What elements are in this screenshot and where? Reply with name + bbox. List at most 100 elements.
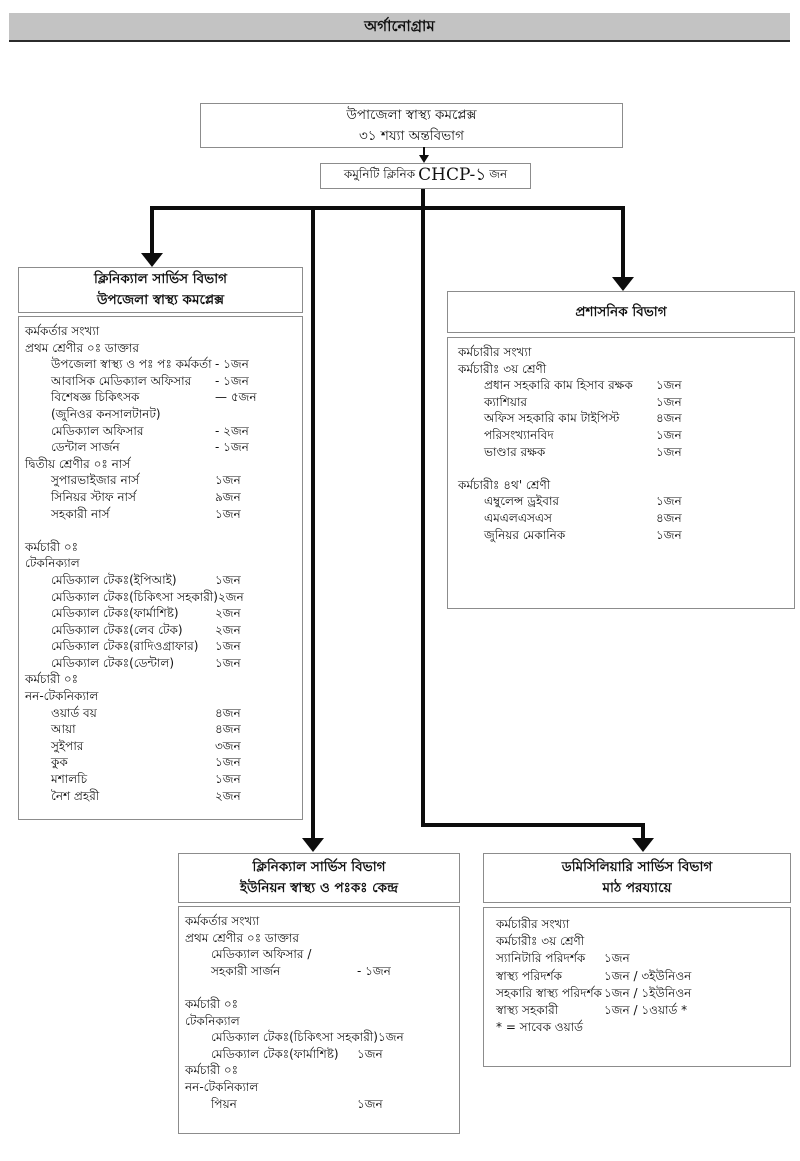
- arrowhead-clinical-upazila: [141, 253, 163, 267]
- staff-row: মেডিক্যাল টেকঃ(ফার্মাশিষ্ট)১জন: [179, 1046, 459, 1063]
- administrative-header: প্রশাসনিক বিভাগ: [447, 291, 795, 333]
- clinical-union-staff-list: কর্মকর্তার সংখ্যাপ্রথম শ্রেণীর ০ঃ ডাক্তা…: [178, 906, 460, 1134]
- staff-row: আবাসিক মেডিক্যাল অফিসার- ১জন: [19, 373, 302, 390]
- staff-count: ২জন: [215, 788, 241, 803]
- staff-label: দ্বিতীয় শ্রেণীর ০ঃ নার্স: [25, 456, 131, 471]
- staff-label: ভাণ্ডার রক্ষক: [484, 444, 546, 459]
- staff-row: কর্মচারীর সংখ্যা: [484, 916, 790, 933]
- staff-label: আয়া: [51, 722, 76, 737]
- staff-count: ১জন: [378, 1030, 404, 1045]
- staff-count: ১জন: [215, 655, 241, 670]
- staff-count: ৯জন: [215, 489, 241, 504]
- staff-label: ওয়ার্ড বয়: [51, 705, 97, 720]
- staff-row: নন-টেকনিক্যাল: [179, 1079, 459, 1096]
- staff-row: মেডিক্যাল টেকঃ(ফার্মাশিষ্ট)২জন: [19, 605, 302, 622]
- staff-count: ১জন / ১ওয়ার্ড *: [604, 1003, 688, 1018]
- staff-label: কর্মচারী ০ঃ: [185, 996, 239, 1011]
- staff-label: মেডিক্যাল টেকঃ(ডেন্টাল): [51, 655, 175, 670]
- arrowhead-domiciliary: [632, 838, 654, 852]
- staff-label: ডেন্টাল সার্জন: [51, 440, 120, 455]
- staff-row: কর্মচারী ০ঃ: [179, 996, 459, 1013]
- staff-label: সুপারভাইজার নার্স: [51, 473, 140, 488]
- page-title: অর্গানোগ্রাম: [364, 17, 435, 35]
- staff-count: ১জন: [656, 527, 682, 542]
- staff-count: ১জন: [357, 1046, 383, 1061]
- staff-row: মেডিক্যাল অফিসার- ২জন: [19, 423, 302, 440]
- arrowhead-root-chcp: [419, 155, 429, 163]
- staff-label: উপজেলা স্বাস্থ্য ও পঃ পঃ কর্মকর্তা: [51, 357, 212, 372]
- staff-label: জুনিয়র মেকানিক: [484, 527, 566, 542]
- staff-row: এম্বুলেন্স ড্রইবার ১জন: [448, 493, 794, 510]
- staff-row: টেকনিক্যাল: [19, 555, 302, 572]
- chcp-suffix: জন: [489, 167, 508, 181]
- connector-domiciliary-vertical: [421, 206, 425, 827]
- staff-row: মেডিক্যাল টেকঃ(লেব টেক)২জন: [19, 622, 302, 639]
- administrative-staff-list: কর্মচারীর সংখ্যাকর্মচারীঃ ৩য় শ্রেণীপ্রধ…: [447, 337, 795, 609]
- domiciliary-title1: ডমিসিলিয়ারি সার্ভিস বিভাগ: [561, 859, 713, 875]
- staff-label: * = সাবেক ওয়ার্ড: [496, 1020, 584, 1035]
- staff-count: - ২জন: [215, 423, 249, 438]
- staff-count: ১জন / ৩ইউনিওন: [604, 968, 692, 983]
- staff-count: - ১জন: [215, 373, 249, 388]
- staff-count: ১জন: [215, 572, 241, 587]
- staff-label: এম্বুলেন্স ড্রইবার: [484, 494, 560, 509]
- staff-row: (জুনিওর কনসালটানট): [19, 406, 302, 423]
- staff-label: টেকনিক্যাল: [25, 556, 80, 571]
- staff-count: ১জন: [357, 1096, 383, 1111]
- staff-label: মেডিক্যাল টেকঃ(ইপিআই): [51, 572, 177, 587]
- staff-label: টেকনিক্যাল: [185, 1013, 240, 1028]
- staff-count: ২জন: [215, 606, 241, 621]
- staff-row: সিনিয়র স্টাফ নার্স ৯জন: [19, 489, 302, 506]
- staff-label: কর্মচারীঃ ৪থ' শ্রেণী: [458, 477, 551, 492]
- staff-count: ১জন: [656, 494, 682, 509]
- staff-count: - ১জন: [215, 357, 249, 372]
- staff-label: কর্মচারী ০ঃ: [185, 1063, 239, 1078]
- staff-row: প্রধান সহকারি কাম হিসাব রক্ষক ১জন: [448, 377, 794, 394]
- connector-domiciliary-horizontal: [421, 823, 645, 827]
- staff-row: কর্মচারীঃ ৩য় শ্রেণী: [448, 361, 794, 378]
- root-unit-line1: উপাজেলা স্বাস্থ্য কমপ্লেক্স: [346, 107, 477, 123]
- staff-label: এমএলএসএস: [484, 510, 552, 525]
- staff-count: ২জন: [218, 589, 244, 604]
- spacer-row: [19, 522, 302, 539]
- staff-row: মেডিক্যাল অফিসার /: [179, 946, 459, 963]
- staff-label: নন-টেকনিক্যাল: [185, 1079, 259, 1094]
- connector-right-drop: [621, 206, 625, 277]
- staff-count: ১জন: [215, 772, 241, 787]
- staff-count: ১জন: [215, 473, 241, 488]
- staff-label: সহকারী সার্জন: [211, 963, 281, 978]
- staff-count: ১জন: [656, 444, 682, 459]
- staff-row: মেডিক্যাল টেকঃ(চিকিৎসা সহকারী)১জন: [179, 1029, 459, 1046]
- clinical-upazila-header: ক্লিনিক্যাল সার্ভিস বিভাগ উপজেলা স্বাস্থ…: [18, 267, 303, 313]
- page-title-bar: অর্গানোগ্রাম: [9, 13, 790, 42]
- staff-label: সহকারি স্বাস্থ্য পরিদর্শক: [496, 985, 602, 1000]
- connector-domiciliary-drop: [641, 823, 645, 838]
- staff-label: বিশেষজ্ঞ চিকিৎসক: [51, 390, 140, 405]
- connector-top-horizontal: [150, 206, 625, 210]
- staff-label: নন-টেকনিক্যাল: [25, 689, 99, 704]
- clinical-upazila-title1: ক্লিনিক্যাল সার্ভিস বিভাগ: [94, 271, 227, 287]
- staff-row: মেডিক্যাল টেকঃ(চিকিৎসা সহকারী)২জন: [19, 589, 302, 606]
- staff-label: কর্মকর্তার সংখ্যা: [185, 914, 260, 928]
- administrative-title1: প্রশাসনিক বিভাগ: [575, 303, 667, 320]
- staff-row: * = সাবেক ওয়ার্ড: [484, 1019, 790, 1036]
- staff-label: প্রধান সহকারি কাম হিসাব রক্ষক: [484, 378, 633, 393]
- clinical-union-title2: ইউনিয়ন স্বাস্থ্য ও পঃকঃ কেন্দ্র: [239, 880, 399, 896]
- staff-row: স্বাস্থ্য সহকারী১জন / ১ওয়ার্ড *: [484, 1002, 790, 1019]
- staff-label: সহকারী নার্স: [51, 506, 110, 521]
- staff-count: ১জন: [656, 378, 682, 393]
- chcp-box: কমুনিটি ক্লিনিক CHCP-১ জন: [320, 163, 531, 189]
- staff-count: ১জন / ১ইউনিওন: [604, 985, 692, 1000]
- staff-label: কুক: [51, 755, 68, 770]
- staff-row: নৈশ প্রহরী২জন: [19, 788, 302, 805]
- staff-label: সিনিয়র স্টাফ নার্স: [51, 489, 136, 504]
- staff-row: টেকনিক্যাল: [179, 1013, 459, 1030]
- staff-count: ২জন: [215, 622, 241, 637]
